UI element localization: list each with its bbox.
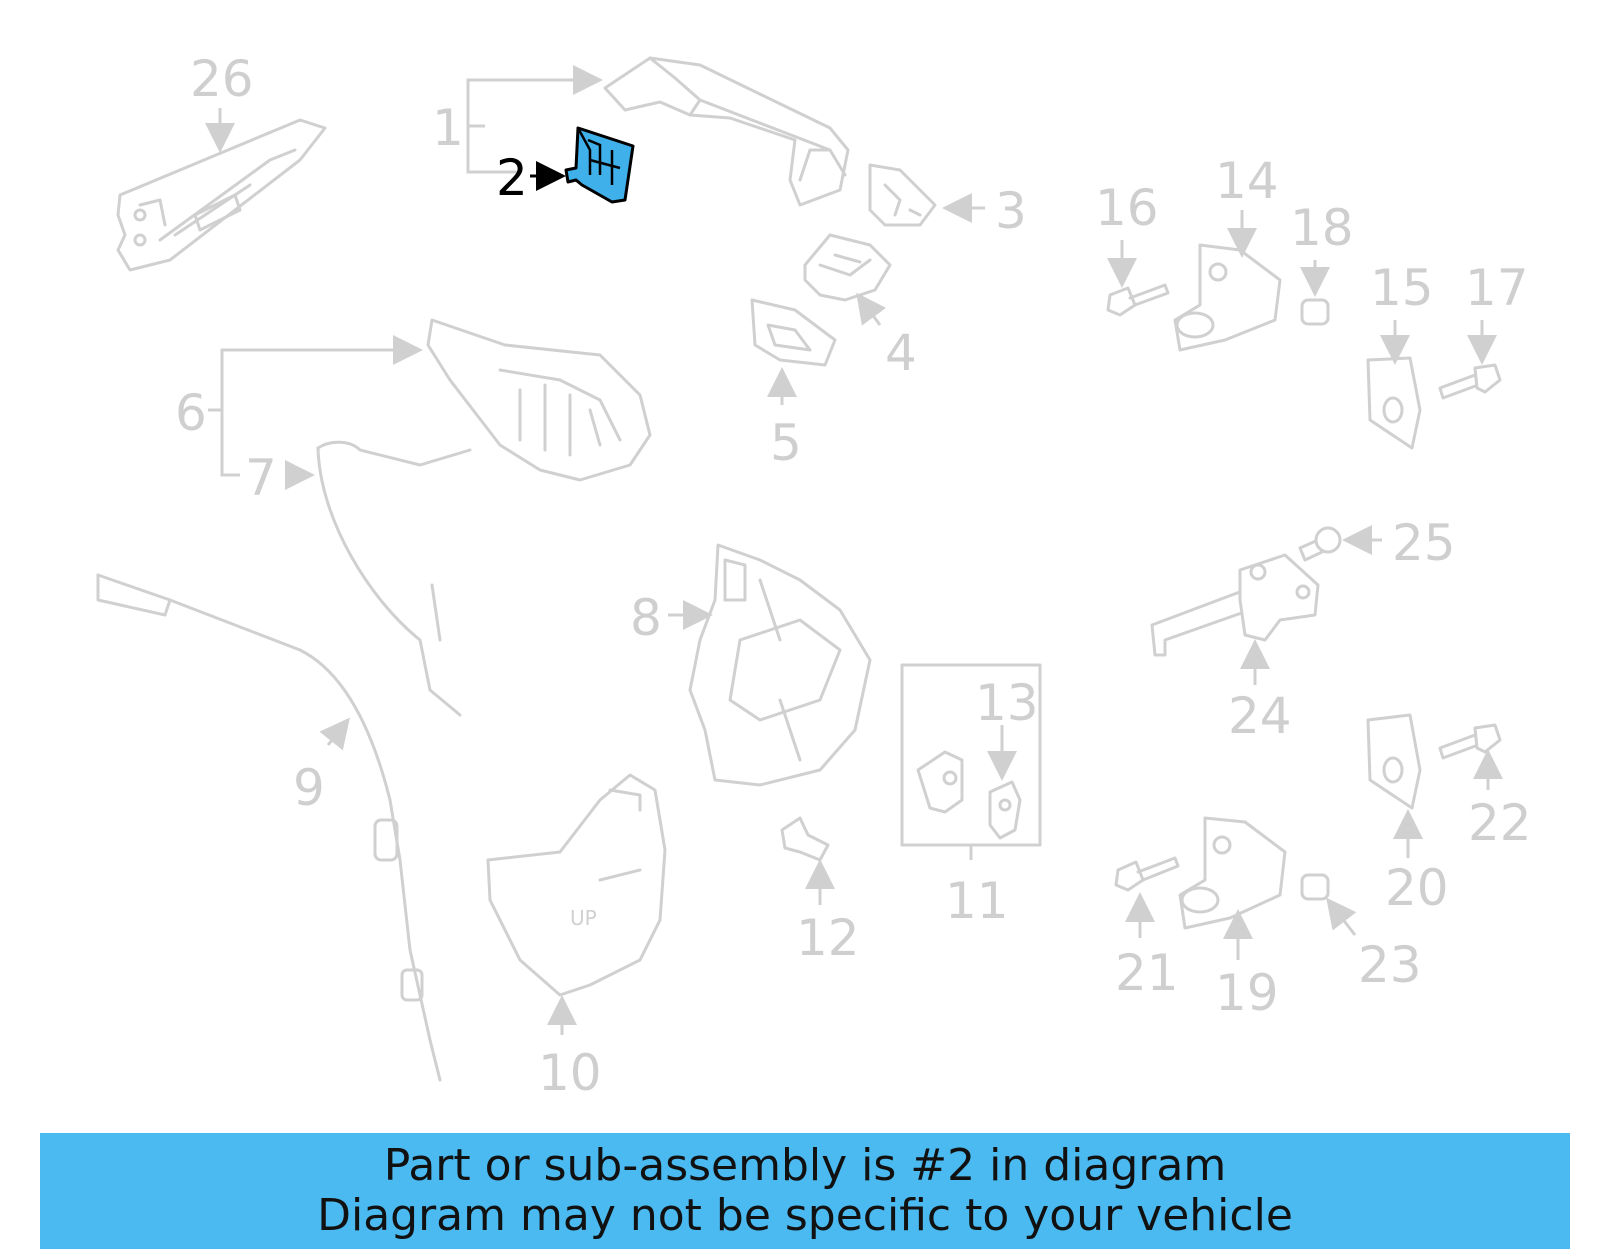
callout-12: 12 [796, 909, 860, 967]
callout-15: 15 [1370, 259, 1434, 317]
part-10-drawing: UP [486, 773, 667, 997]
callout-18: 18 [1290, 199, 1354, 257]
leader-23 [1326, 897, 1357, 936]
part-19-drawing [1178, 816, 1287, 930]
part-8-drawing [688, 543, 872, 787]
callout-1: 1 [432, 99, 464, 157]
part-12-drawing [780, 816, 830, 862]
part-20-drawing [1366, 713, 1422, 810]
callout-26: 26 [190, 50, 254, 108]
callout-20: 20 [1385, 859, 1449, 917]
callout-8: 8 [630, 589, 662, 647]
callout-9: 9 [293, 759, 325, 817]
part-24-drawing [1150, 553, 1320, 657]
leader-6 [220, 335, 423, 412]
part-5-drawing [750, 298, 837, 367]
callout-16: 16 [1095, 179, 1159, 237]
part-22-drawing [1438, 723, 1502, 760]
banner-line-1: Part or sub-assembly is #2 in diagram [383, 1140, 1227, 1191]
callout-24: 24 [1228, 687, 1292, 745]
leader-6b [220, 412, 240, 477]
leader-4 [856, 292, 887, 326]
callout-25: 25 [1392, 514, 1456, 572]
part-3-drawing [868, 163, 937, 227]
callout-22: 22 [1468, 794, 1532, 852]
callout-5: 5 [770, 414, 802, 472]
part-4-drawing [803, 233, 892, 302]
part-21-drawing [1114, 856, 1180, 892]
up-marking: UP [570, 906, 597, 930]
leader-1 [466, 65, 603, 120]
part-11-group [900, 663, 1042, 847]
callout-14: 14 [1215, 152, 1279, 210]
callout-13: 13 [975, 674, 1039, 732]
leader-9 [319, 717, 350, 751]
part-14-drawing [1173, 243, 1282, 352]
part-18-drawing [1300, 298, 1330, 326]
callout-11: 11 [945, 872, 1009, 930]
banner-line-2: Diagram may not be specific to your vehi… [317, 1190, 1293, 1241]
part-2-drawing [564, 126, 635, 204]
info-banner: Part or sub-assembly is #2 in diagram Di… [40, 1133, 1570, 1249]
callout-10: 10 [538, 1044, 602, 1102]
part-26-drawing [116, 118, 327, 272]
part-23-drawing [1300, 873, 1330, 901]
callout-4: 4 [885, 324, 917, 382]
callout-23: 23 [1358, 936, 1422, 994]
part-7-drawing [316, 440, 472, 717]
callout-3: 3 [995, 182, 1027, 240]
part-16-drawing [1106, 283, 1170, 317]
callout-21: 21 [1115, 944, 1179, 1002]
part-15-drawing [1366, 356, 1422, 450]
callout-2: 2 [496, 149, 528, 207]
part-1-drawing [603, 56, 850, 207]
part-25-drawing [1298, 526, 1342, 562]
part-6-drawing [426, 318, 652, 482]
callout-6: 6 [175, 384, 207, 442]
part-9-drawing [96, 573, 442, 1082]
callout-19: 19 [1215, 964, 1279, 1022]
callout-7: 7 [245, 449, 277, 507]
part-17-drawing [1438, 363, 1502, 400]
callout-17: 17 [1465, 259, 1529, 317]
leader-1b [466, 120, 520, 174]
